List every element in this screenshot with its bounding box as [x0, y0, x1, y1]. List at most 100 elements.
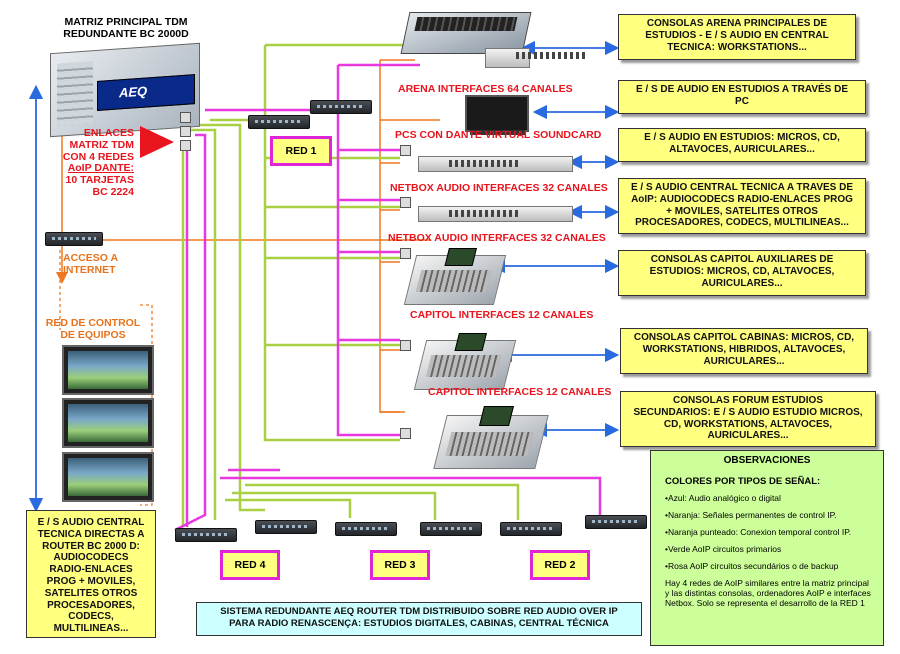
box-line: SECUNDARIOS: E / S AUDIO ESTUDIO MICROS, — [633, 406, 863, 418]
forum-console — [433, 406, 549, 469]
observation-item: •Verde AoIP circuitos primarios — [665, 544, 782, 554]
green-primary-lines — [181, 43, 520, 525]
control-monitor-2 — [62, 398, 154, 448]
router-port — [180, 126, 191, 137]
capitol-console-2 — [413, 333, 517, 390]
observations-note: Hay 4 redes de AoIP similares entre la m… — [665, 578, 871, 609]
internet-label-line: INTERNET — [63, 263, 116, 276]
left-box-line: AUDIOCODECS — [53, 552, 129, 564]
left-box-line: ROUTER BC 2000 D: — [42, 540, 140, 552]
box-line: ALTAVOCES, AURICULARES... — [669, 143, 815, 155]
network-red1: RED 1 — [270, 136, 332, 166]
box-line: WORKSTATIONS, HIBRIDOS, ALTAVOCES, — [642, 343, 846, 355]
device-port — [400, 248, 411, 259]
box-line: CONSOLAS ARENA PRINCIPALES DE — [646, 18, 828, 29]
box-line: PROCESADORES, CODECS, MULTILINEAS... — [635, 217, 849, 229]
arena-label: ARENA INTERFACES 64 CANALES — [398, 83, 573, 95]
box-line: ESTUDIOS: MICROS, CD, ALTAVOCES, — [649, 265, 835, 277]
control-monitor-3 — [62, 452, 154, 502]
left-central-io-box: E / S AUDIO CENTRAL TECNICA DIRECTAS A R… — [26, 510, 156, 638]
observation-item-text: Naranja punteado: Conexion temporal cont… — [667, 527, 852, 537]
pink-secondary-lines — [174, 63, 602, 532]
netbox-2 — [418, 206, 573, 222]
main-router-title: MATRIZ PRINCIPAL TDM REDUNDANTE BC 2000D — [62, 16, 190, 41]
control-network-label: RED DE CONTROL DE EQUIPOS — [44, 317, 142, 342]
capitol1-label: CAPITOL INTERFACES 12 CANALES — [410, 309, 594, 321]
blue-audio-lines — [28, 40, 620, 513]
bottom-title-line2: PARA RADIO RENASCENÇA: ESTUDIOS DIGITALE… — [229, 618, 609, 630]
capitol-cabins-box: CONSOLAS CAPITOL CABINAS: MICROS, CD, WO… — [620, 328, 868, 374]
control-label-line: DE EQUIPOS — [60, 328, 126, 341]
internet-label-line: ACCESO A — [63, 252, 119, 264]
left-box-line: RADIO-ENLACES — [49, 564, 133, 576]
box-line: CONSOLAS CAPITOL CABINAS: MICROS, CD, — [633, 332, 855, 343]
links-label-line: ENLACES — [83, 127, 134, 139]
switch-red3-a — [335, 522, 397, 536]
box-line: AURICULARES... — [703, 355, 785, 367]
pc-keyboard — [470, 130, 525, 135]
main-router-device: AEQ — [50, 42, 200, 138]
device-port — [400, 145, 411, 156]
observation-item-text: Naranja: Señales permanentes de control … — [667, 510, 837, 520]
left-box-line: PROG + MOVILES, — [46, 575, 136, 587]
forum-box: CONSOLAS FORUM ESTUDIOS SECUNDARIOS: E /… — [620, 391, 876, 447]
links-label-line: 10 TARJETAS — [65, 174, 134, 186]
box-line: AURICULARES... — [707, 430, 789, 442]
netbox2-label: NETBOX AUDIO INTERFACES 32 CANALES — [388, 232, 606, 244]
capitol-console-1 — [403, 248, 507, 305]
observation-item: •Azul: Audio analógico o digital — [665, 493, 781, 503]
left-box-line: CODECS, — [68, 611, 114, 623]
box-line: E / S AUDIO CENTRAL TECNICA A TRAVES DE — [630, 182, 854, 193]
box-line: CD, WORKSTATIONS, ALTAVOCES, — [663, 418, 833, 430]
switch-red3-b — [420, 522, 482, 536]
network-red4: RED 4 — [220, 550, 280, 580]
links-label-line: MATRIZ TDM — [69, 138, 134, 151]
pcs-label: PCS CON DANTE VIRTUAL SOUNDCARD — [395, 129, 602, 141]
links-label-line: BC 2224 — [92, 185, 134, 198]
box-line: CONSOLAS CAPITOL AUXILIARES DE — [650, 254, 834, 265]
observation-item: •Rosa AoIP circuitos secundários o de ba… — [665, 561, 839, 571]
network-red3: RED 3 — [370, 550, 430, 580]
internet-switch — [45, 232, 103, 246]
main-router-title-line2: REDUNDANTE BC 2000D — [63, 27, 189, 40]
left-box-line: E / S AUDIO CENTRAL — [37, 517, 145, 528]
arena-io-box: CONSOLAS ARENA PRINCIPALES DE ESTUDIOS -… — [618, 14, 856, 60]
observations-box: OBSERVACIONES COLORES POR TIPOS DE SEÑAL… — [650, 450, 884, 646]
device-port — [400, 340, 411, 351]
bottom-title-box: SISTEMA REDUNDANTE AEQ ROUTER TDM DISTRI… — [196, 602, 642, 636]
device-port — [400, 197, 411, 208]
observation-item-text: Azul: Audio analógico o digital — [667, 493, 781, 503]
control-label-line: RED DE CONTROL — [45, 317, 141, 329]
observation-item-text: Verde AoIP circuitos primarios — [667, 544, 782, 554]
arena-interface-unit — [485, 48, 586, 68]
switch-red2-a — [500, 522, 562, 536]
studio-io-box: E / S AUDIO EN ESTUDIOS: MICROS, CD, ALT… — [618, 128, 866, 162]
capitol-aux-box: CONSOLAS CAPITOL AUXILIARES DE ESTUDIOS:… — [618, 250, 866, 296]
left-box-line: PROCESADORES, — [47, 599, 135, 611]
central-aoip-box: E / S AUDIO CENTRAL TECNICA A TRAVES DE … — [618, 178, 866, 234]
links-label-line: AoIP DANTE: — [67, 162, 134, 175]
box-line: CONSOLAS FORUM ESTUDIOS — [672, 395, 823, 406]
switch-red1-b — [310, 100, 372, 114]
router-port — [180, 140, 191, 151]
box-line: TECNICA: WORKSTATIONS... — [667, 41, 807, 53]
left-box-line: TECNICA DIRECTAS A — [37, 528, 145, 540]
internet-label: ACCESO A INTERNET — [63, 252, 119, 277]
network-red2: RED 2 — [530, 550, 590, 580]
box-line: PC — [735, 95, 749, 107]
red-arrow-icon — [140, 126, 174, 158]
box-line: E / S DE AUDIO EN ESTUDIOS A TRAVÉS DE — [635, 84, 849, 95]
netbox1-label: NETBOX AUDIO INTERFACES 32 CANALES — [390, 182, 608, 194]
capitol2-label: CAPITOL INTERFACES 12 CANALES — [428, 386, 612, 398]
bottom-title-line1: SISTEMA REDUNDANTE AEQ ROUTER TDM DISTRI… — [220, 606, 618, 617]
links-label: ENLACES MATRIZ TDM CON 4 REDES AoIP DANT… — [58, 127, 134, 199]
netbox-1 — [418, 156, 573, 172]
main-router-title-line1: MATRIZ PRINCIPAL TDM — [64, 16, 188, 28]
router-port — [180, 112, 191, 123]
switch-red4-a — [175, 528, 237, 542]
box-line: AoIP: AUDIOCODECS RADIO-ENLACES PROG — [631, 193, 853, 205]
switch-red1-a — [248, 115, 310, 129]
box-line: ESTUDIOS - E / S AUDIO EN CENTRAL — [645, 29, 829, 41]
